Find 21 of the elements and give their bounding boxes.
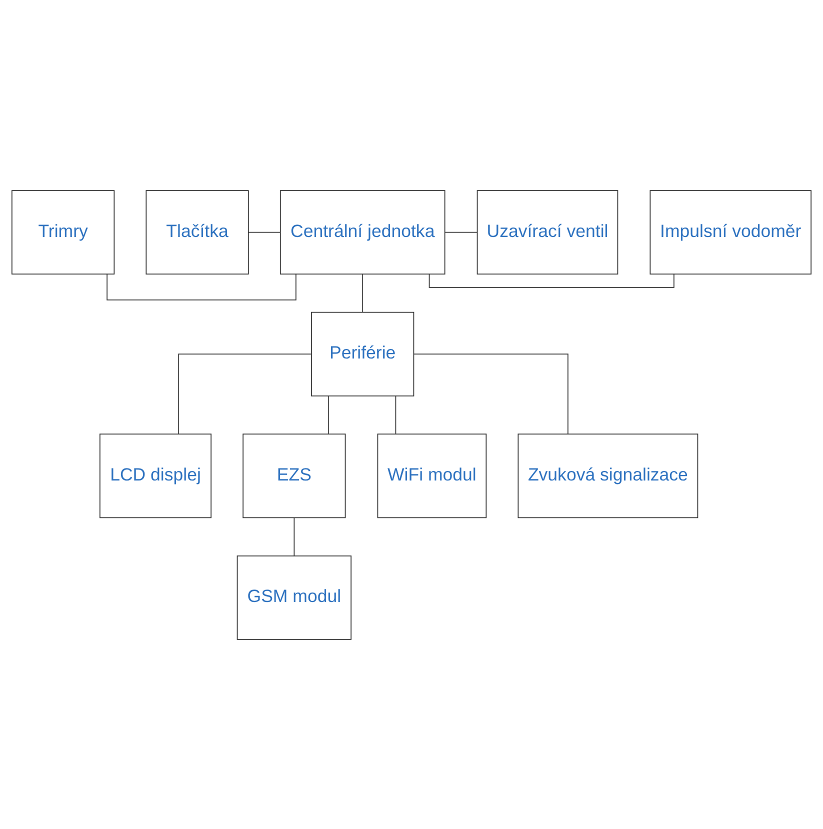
connector xyxy=(328,395,329,434)
node-box: EZS xyxy=(242,433,346,518)
node-box: WiFi modul xyxy=(377,433,487,518)
connector xyxy=(395,395,396,434)
connector xyxy=(444,231,478,232)
connector xyxy=(413,353,568,434)
node-box: Zvuková signalizace xyxy=(518,433,698,518)
connector xyxy=(248,231,281,232)
node-box: Centrální jednotka xyxy=(280,190,446,274)
connector xyxy=(178,353,312,434)
connector xyxy=(106,273,296,300)
node-box: LCD displej xyxy=(100,433,212,518)
node-box: Impulsní vodoměr xyxy=(650,190,812,274)
node-box: Trimry xyxy=(12,190,115,274)
connector xyxy=(294,516,295,556)
connector xyxy=(362,273,364,312)
connector xyxy=(428,273,674,288)
node-box: GSM modul xyxy=(236,554,352,640)
node-box: Tlačítka xyxy=(146,190,249,274)
node-box: Uzavírací ventil xyxy=(476,190,618,274)
node-box: Periférie xyxy=(311,311,414,396)
